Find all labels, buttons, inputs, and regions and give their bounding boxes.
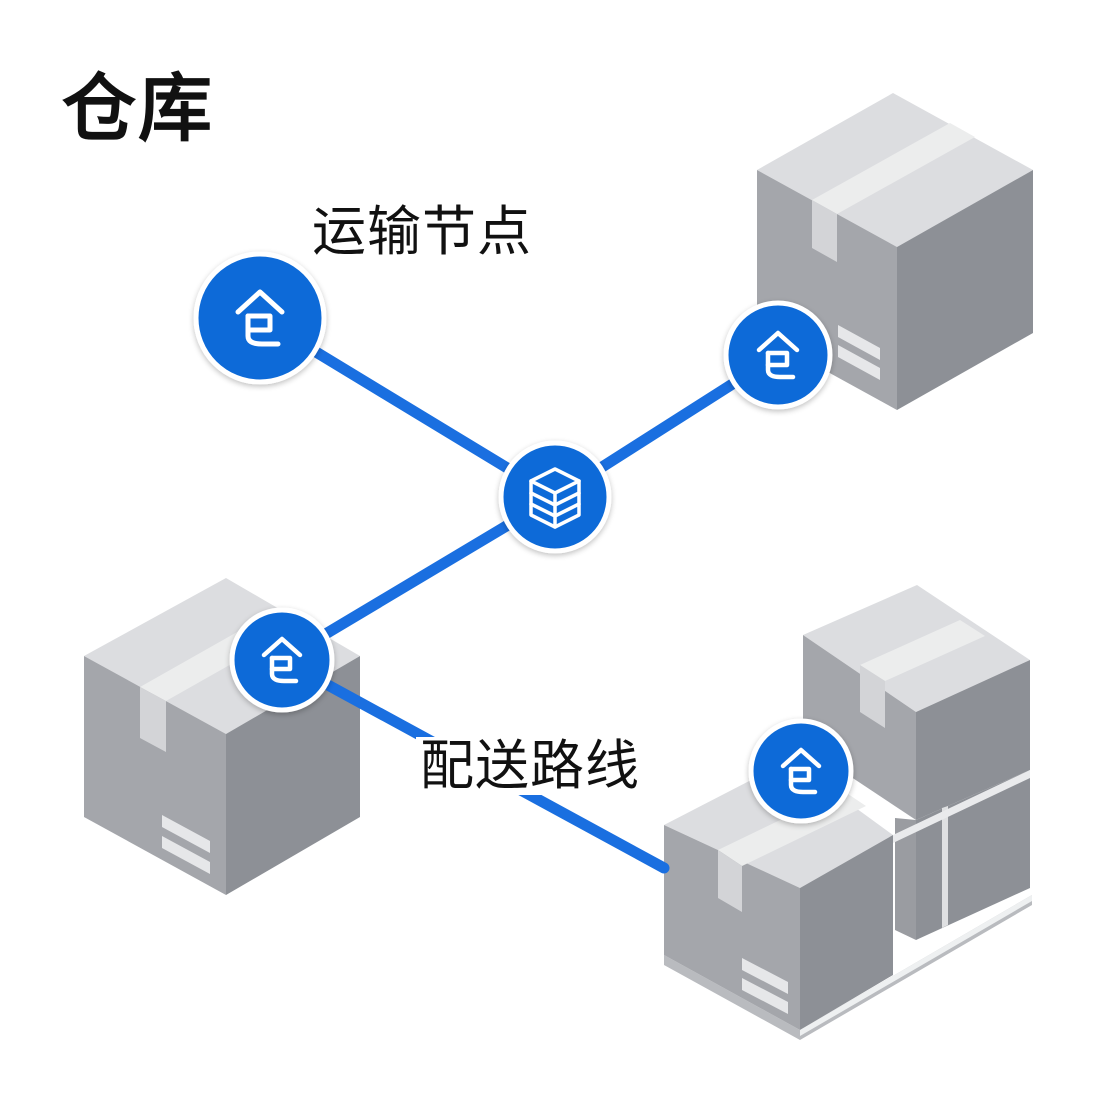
stacked-boxes-icon — [529, 467, 581, 529]
warehouse-node-bottom-right[interactable] — [748, 718, 854, 824]
title-warehouse: 仓库 — [62, 66, 214, 152]
warehouse-node-bottom-left[interactable] — [229, 607, 335, 713]
warehouse-node-top-right[interactable] — [723, 300, 833, 410]
box-stack-bottom-right — [664, 585, 1032, 1040]
warehouse-house-icon — [780, 747, 822, 795]
warehouse-house-icon — [756, 330, 800, 380]
label-transport-node: 运输节点 — [312, 200, 532, 263]
warehouse-house-icon — [235, 289, 285, 347]
hub-node-center[interactable] — [498, 440, 612, 554]
warehouse-node-top-left[interactable] — [193, 251, 327, 385]
label-delivery-route: 配送路线 — [416, 737, 644, 795]
warehouse-house-icon — [261, 636, 303, 684]
